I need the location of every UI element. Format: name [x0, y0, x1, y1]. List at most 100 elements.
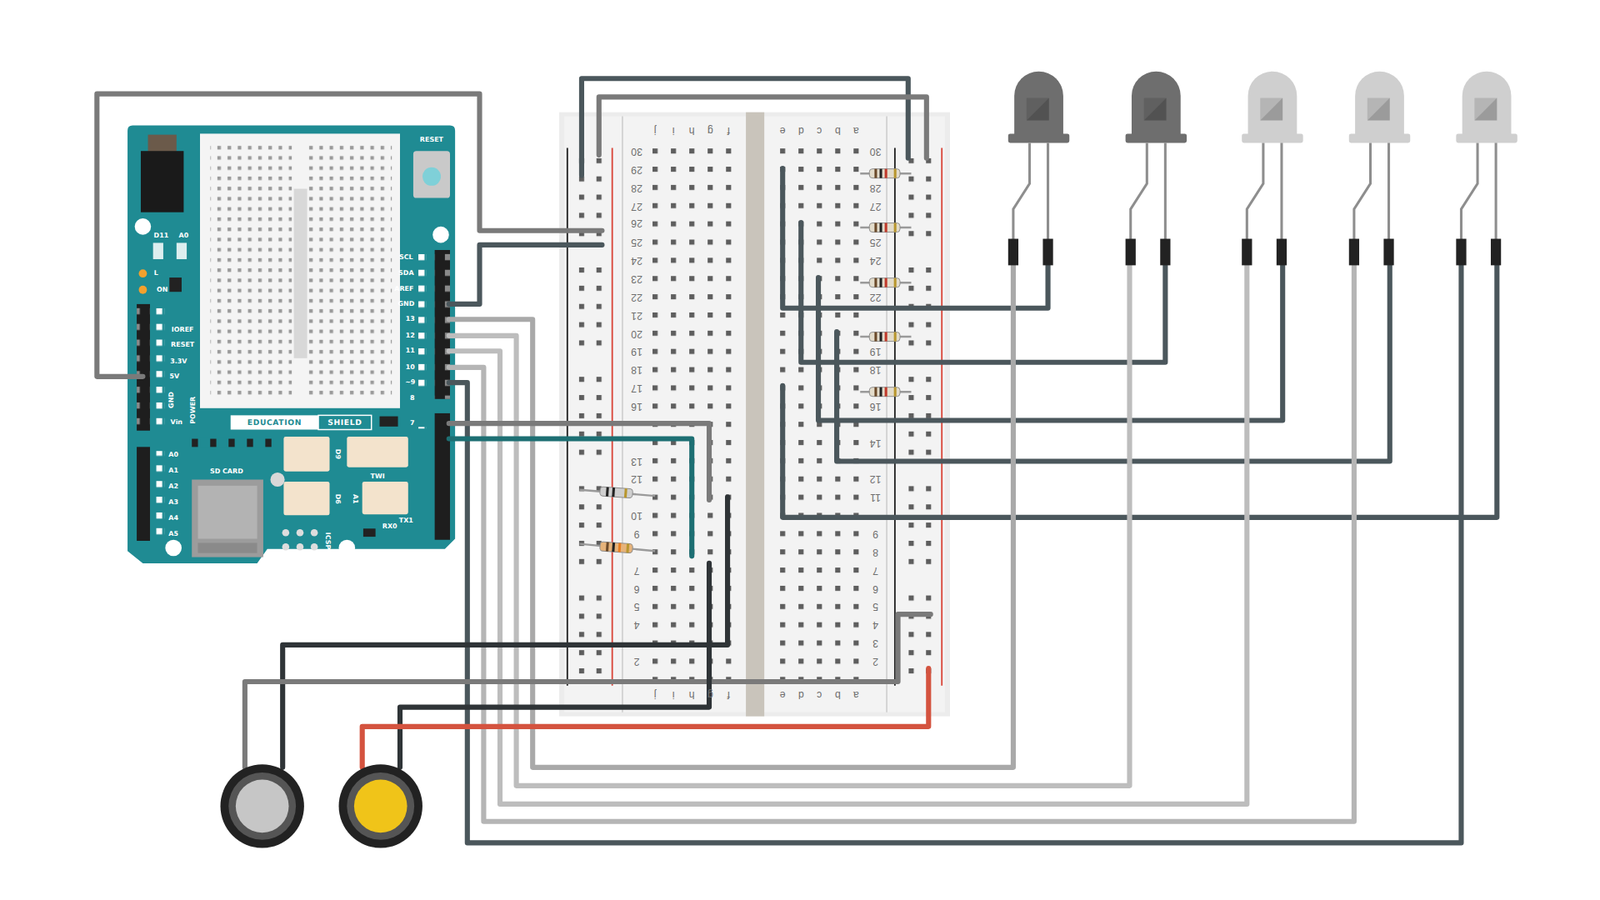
row-number: 12	[870, 474, 882, 485]
row-number: 3	[872, 637, 879, 648]
row-number: 18	[630, 364, 643, 375]
board-label: SD CARD	[210, 468, 244, 475]
row-number: 5	[872, 601, 879, 612]
row-number: 28	[870, 182, 882, 193]
row-number: 25	[870, 236, 882, 247]
pin-label: AREF	[394, 285, 414, 293]
pin-label: A0	[168, 451, 179, 459]
row-number: 30	[870, 145, 882, 156]
row-number: 6	[872, 583, 879, 594]
row-number: 14	[870, 437, 882, 448]
pin-label: 7	[410, 420, 415, 427]
row-number: 18	[870, 364, 882, 375]
breadboard	[559, 112, 950, 717]
row-number: 10	[630, 510, 643, 520]
pin-label: ~9	[405, 379, 415, 386]
pin-label: A4	[168, 515, 179, 522]
row-number: 27	[870, 200, 882, 211]
column-letter: c	[816, 690, 822, 700]
row-number: 16	[870, 400, 882, 411]
connector-label: A1	[351, 494, 359, 505]
column-letter: c	[816, 125, 822, 136]
led	[1008, 71, 1518, 241]
pin-label: 12	[405, 332, 415, 340]
pin-label: 5V	[170, 373, 180, 380]
pin-label: 3.3V	[170, 357, 187, 365]
pin-label: ON	[156, 286, 168, 294]
row-number: 24	[630, 255, 643, 265]
connector-label: ICSP	[324, 532, 331, 550]
column-letter: i	[672, 125, 675, 136]
pin-label: RESET	[420, 136, 444, 144]
connector-label: D6	[334, 494, 341, 505]
row-number: 2	[634, 655, 640, 666]
pin-label: A3	[168, 498, 179, 505]
row-number: 20	[630, 328, 643, 339]
column-letter: d	[798, 125, 805, 136]
row-number: 27	[630, 200, 643, 211]
pin-label: L	[154, 270, 159, 277]
row-number: 9	[634, 528, 640, 539]
connector-label: TWI	[370, 473, 385, 480]
row-number: 12	[630, 474, 643, 485]
column-letter: i	[672, 690, 675, 700]
pin-label: IOREF	[171, 326, 195, 334]
row-number: 22	[630, 291, 643, 302]
pin-label: 11	[405, 347, 415, 355]
board-label: SHIELD	[327, 418, 362, 426]
led-connector	[1008, 239, 1501, 266]
row-number: 28	[630, 182, 643, 193]
row-number: 11	[870, 492, 881, 503]
row-number: 5	[634, 601, 640, 612]
row-number: 16	[630, 400, 643, 411]
pin-label: RESET	[170, 341, 195, 349]
row-number: 29	[630, 164, 643, 175]
row-number: 13	[630, 455, 643, 466]
pin-label: SCL	[399, 254, 414, 261]
pin-label: A5	[168, 530, 179, 537]
row-number: 9	[872, 528, 879, 539]
pin-label: A2	[168, 483, 179, 490]
arduino-board	[127, 125, 455, 564]
column-letter: d	[798, 690, 805, 700]
row-number: 19	[630, 346, 643, 357]
pin-label: Vin	[170, 419, 183, 426]
pin-label: SDA	[398, 270, 415, 277]
column-letter: h	[689, 125, 695, 136]
row-number: 30	[630, 145, 643, 156]
pin-label: TX1	[399, 517, 414, 525]
pin-label: GND	[397, 300, 415, 308]
column-letter: b	[835, 125, 841, 136]
row-number: 8	[872, 546, 879, 557]
column-letter: a	[853, 690, 860, 700]
row-number: 21	[630, 310, 643, 320]
row-number: 4	[872, 620, 879, 630]
column-letter: e	[780, 690, 786, 700]
column-letter: f	[727, 690, 730, 700]
row-number: 7	[872, 565, 879, 575]
row-number: 22	[870, 291, 882, 302]
pin-label: RX0	[382, 523, 398, 530]
pin-label: A0	[179, 232, 190, 240]
row-number: 17	[630, 382, 643, 393]
row-number: 19	[870, 346, 882, 357]
row-number: 25	[630, 236, 643, 247]
row-number: 6	[634, 583, 640, 594]
board-label: POWER	[189, 396, 196, 425]
pin-label: 8	[410, 395, 415, 402]
pin-label: GND	[168, 391, 175, 409]
column-letter: a	[853, 125, 860, 136]
connector-label: D9	[334, 449, 341, 460]
pushbutton	[220, 764, 422, 848]
pin-label: 13	[405, 315, 415, 323]
column-letter: g	[707, 125, 714, 136]
column-letter: f	[727, 125, 730, 136]
pin-label: 10	[405, 364, 415, 371]
row-number: 4	[634, 620, 640, 630]
row-number: 26	[630, 219, 643, 230]
row-number: 24	[870, 255, 882, 265]
wire	[96, 78, 1497, 843]
row-number: 7	[634, 565, 640, 575]
column-letter: j	[654, 125, 657, 136]
